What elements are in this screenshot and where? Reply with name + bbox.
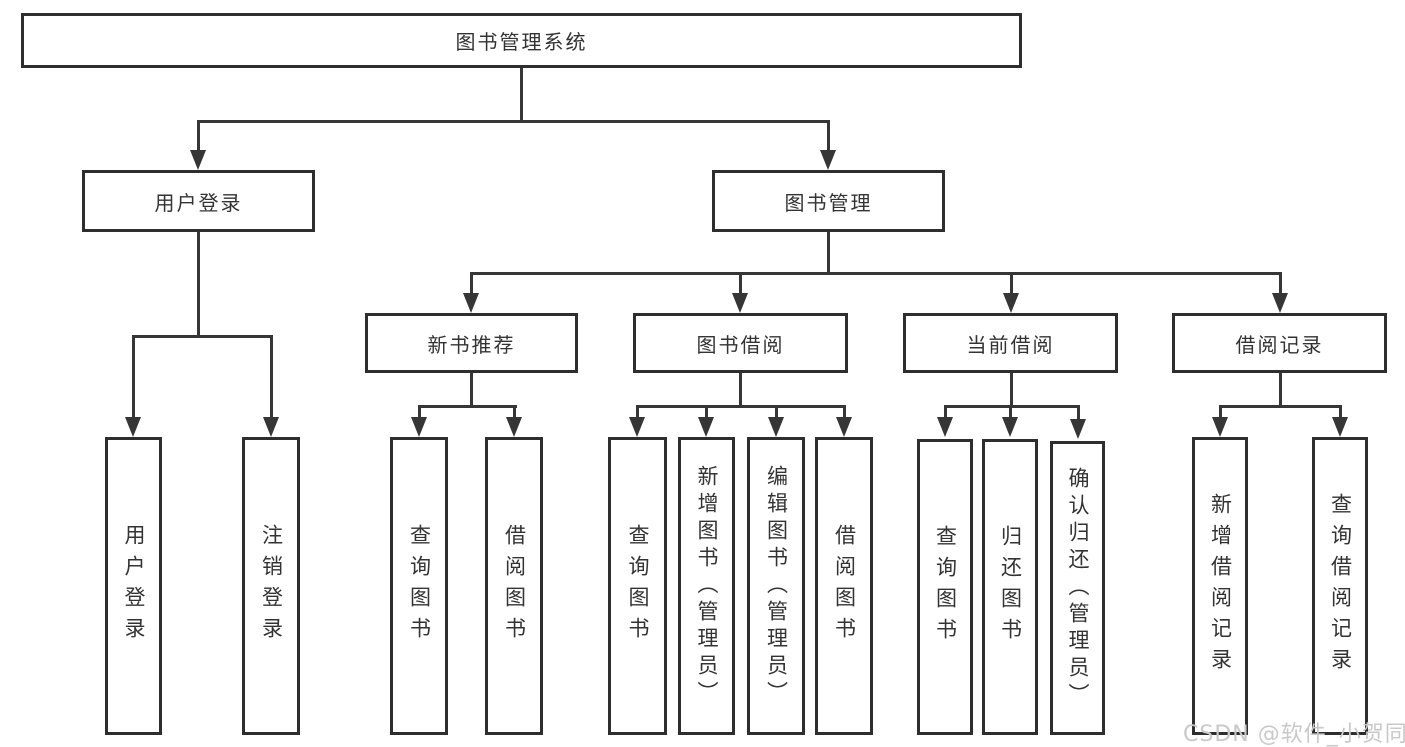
connector-line (1010, 373, 1013, 408)
connector-line (1279, 272, 1282, 296)
leaf-newbooks-query-label: 查询图书 (407, 524, 432, 648)
arrow-down-icon (1212, 417, 1228, 437)
connector-line (418, 405, 421, 419)
leaf-borrow-edit-admin: 编辑图书（管理员） (747, 437, 805, 735)
leaf-borrow-borrow-label: 借阅图书 (832, 524, 857, 648)
node-current-borrow: 当前借阅 (903, 313, 1118, 373)
node-root-label: 图书管理系统 (455, 30, 588, 54)
leaf-borrow-query: 查询图书 (608, 437, 667, 735)
leaf-records-add: 新增借阅记录 (1192, 437, 1248, 735)
arrow-down-icon (463, 293, 479, 313)
connector-line (132, 335, 135, 419)
connector-line (705, 405, 708, 419)
leaf-logout: 注销登录 (242, 437, 300, 735)
node-book-mgmt-branch-label: 图书管理 (784, 190, 873, 215)
connector-line (827, 120, 830, 152)
arrow-down-icon (1002, 417, 1018, 437)
node-root: 图书管理系统 (21, 13, 1022, 68)
node-book-borrow-label: 图书借阅 (696, 332, 785, 357)
connector-line (1279, 373, 1282, 408)
connector-line (636, 405, 846, 408)
node-user-login-branch: 用户登录 (82, 170, 315, 232)
connector-line (739, 272, 742, 296)
connector-line (827, 232, 830, 275)
leaf-borrow-edit-admin-label: 编辑图书（管理员） (764, 464, 789, 708)
connector-line (1010, 272, 1013, 296)
connector-line (1219, 405, 1342, 408)
leaf-current-return: 归还图书 (982, 439, 1038, 735)
arrow-down-icon (263, 417, 279, 437)
leaf-newbooks-borrow-label: 借阅图书 (502, 524, 527, 648)
connector-line (418, 405, 517, 408)
connector-line (1077, 405, 1080, 421)
node-new-books-label: 新书推荐 (427, 332, 516, 357)
leaf-borrow-borrow: 借阅图书 (815, 437, 873, 735)
connector-line (197, 120, 200, 152)
arrow-down-icon (411, 417, 427, 437)
node-new-books: 新书推荐 (365, 313, 578, 373)
leaf-borrow-query-label: 查询图书 (626, 524, 650, 648)
connector-line (470, 272, 473, 296)
connector-line (197, 120, 830, 123)
arrow-down-icon (1272, 293, 1288, 313)
leaf-newbooks-borrow: 借阅图书 (485, 437, 543, 735)
connector-line (739, 373, 742, 408)
connector-line (470, 272, 1282, 275)
arrow-down-icon (937, 417, 953, 437)
arrow-down-icon (768, 417, 784, 437)
arrow-down-icon (125, 417, 141, 437)
node-book-borrow: 图书借阅 (633, 313, 848, 373)
arrow-down-icon (1070, 419, 1086, 439)
leaf-records-query-label: 查询借阅记录 (1328, 493, 1353, 679)
arrow-down-icon (1003, 293, 1019, 313)
connector-line (470, 373, 473, 408)
node-book-mgmt-branch: 图书管理 (712, 170, 945, 232)
leaf-records-add-label: 新增借阅记录 (1208, 493, 1233, 679)
connector-line (636, 405, 639, 419)
node-borrow-records-label: 借阅记录 (1235, 332, 1324, 357)
connector-line (843, 405, 846, 419)
arrow-down-icon (732, 293, 748, 313)
leaf-borrow-add-admin: 新增图书（管理员） (678, 437, 735, 735)
leaf-newbooks-query: 查询图书 (390, 437, 448, 735)
arrow-down-icon (190, 150, 206, 170)
connector-line (775, 405, 778, 419)
node-user-login-branch-label: 用户登录 (154, 190, 243, 215)
arrow-down-icon (698, 417, 714, 437)
node-current-borrow-label: 当前借阅 (966, 332, 1055, 357)
connector-line (1219, 405, 1222, 419)
node-borrow-records: 借阅记录 (1172, 313, 1387, 373)
leaf-user-login-label: 用户登录 (122, 524, 146, 648)
arrow-down-icon (629, 417, 645, 437)
connector-line (1339, 405, 1342, 419)
connector-line (1009, 405, 1012, 419)
leaf-user-login: 用户登录 (105, 437, 162, 735)
arrow-down-icon (506, 417, 522, 437)
connector-line (944, 405, 947, 419)
leaf-records-query: 查询借阅记录 (1312, 437, 1368, 735)
arrow-down-icon (1332, 417, 1348, 437)
arrow-down-icon (836, 417, 852, 437)
leaf-logout-label: 注销登录 (259, 524, 284, 648)
leaf-current-query-label: 查询图书 (933, 525, 958, 649)
connector-line (197, 232, 200, 338)
leaf-current-query: 查询图书 (917, 439, 973, 735)
leaf-current-confirm-admin: 确认归还（管理员） (1050, 441, 1105, 735)
connector-line (132, 335, 273, 338)
arrow-down-icon (820, 150, 836, 170)
leaf-current-confirm-admin-label: 确认归还（管理员） (1066, 466, 1090, 710)
connector-line (520, 68, 523, 123)
leaf-borrow-add-admin-label: 新增图书（管理员） (695, 464, 719, 708)
connector-line (944, 405, 1080, 408)
connector-line (270, 335, 273, 419)
leaf-current-return-label: 归还图书 (998, 525, 1023, 649)
csdn-watermark: CSDN @软件_小贺同学 (1183, 722, 1405, 747)
connector-line (513, 405, 516, 419)
